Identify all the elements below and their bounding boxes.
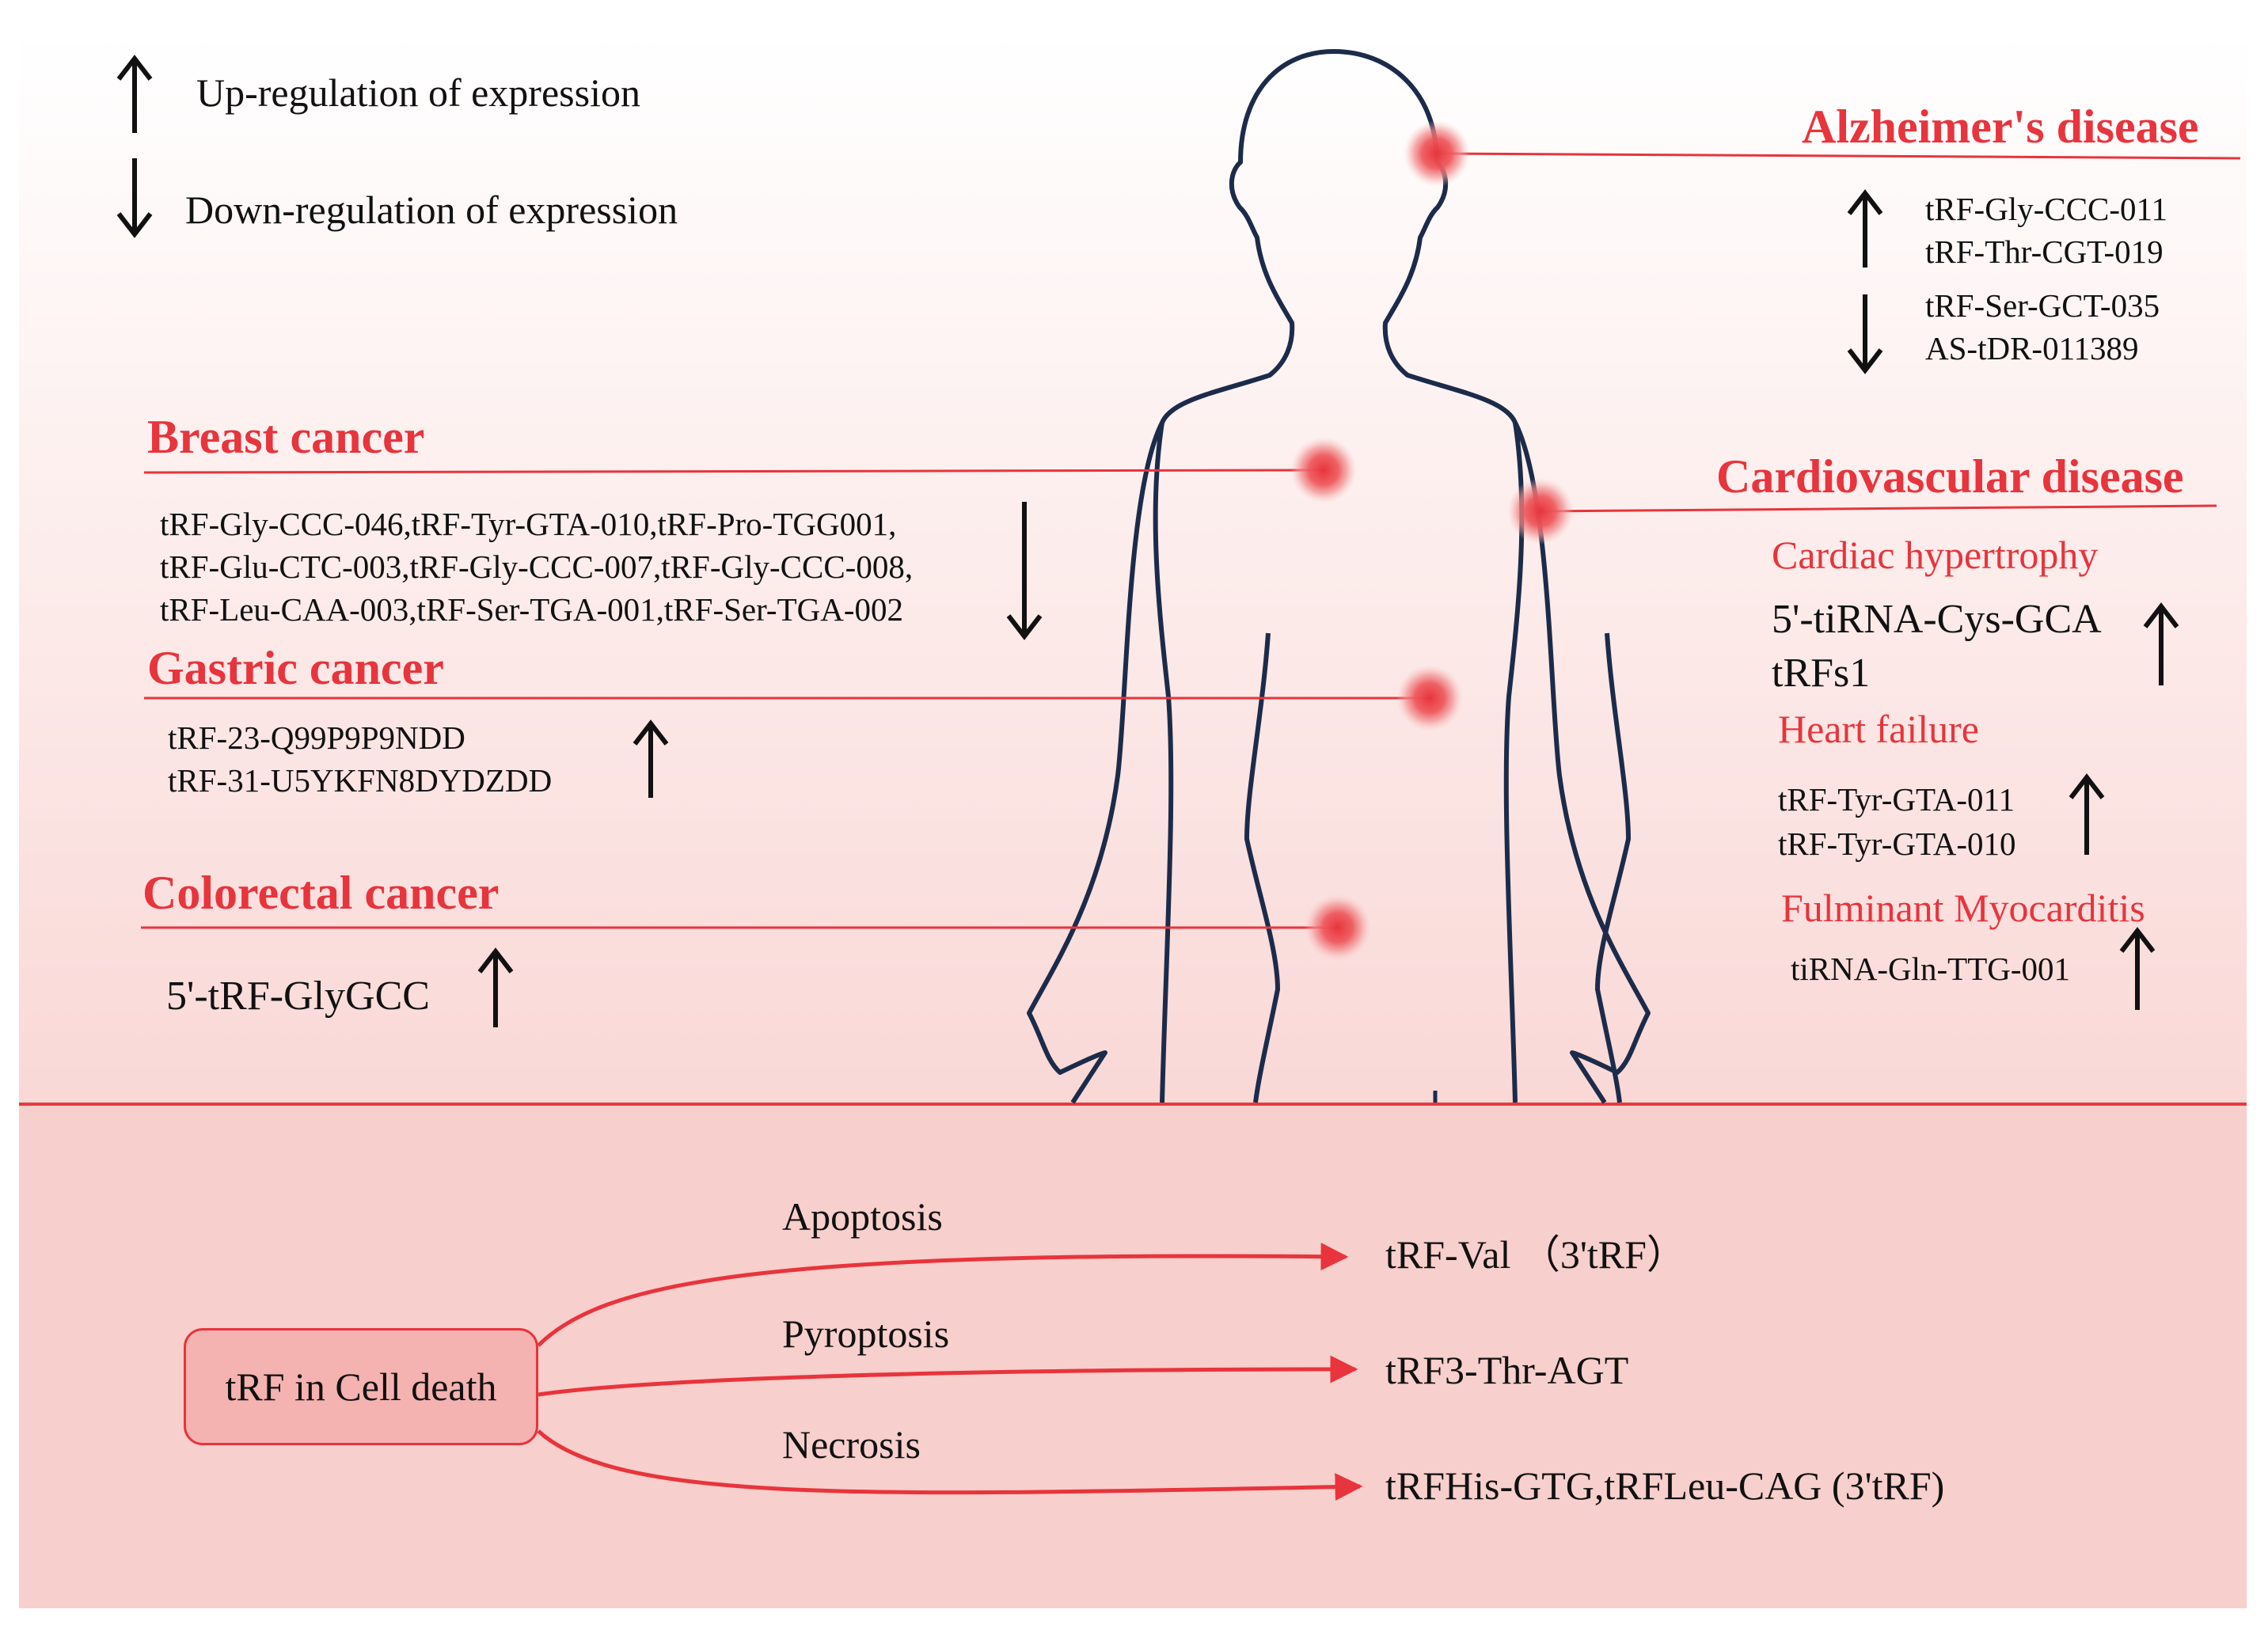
colon-spot bbox=[1305, 894, 1371, 961]
hypertrophy-up-item: tRFs1 bbox=[1772, 651, 1871, 696]
panel-divider bbox=[19, 1103, 2247, 1106]
heart-failure-title: Heart failure bbox=[1778, 707, 1980, 751]
pathway-process-label: Apoptosis bbox=[782, 1194, 943, 1239]
pathway-target-label: tRF3-Thr-AGT bbox=[1385, 1348, 1629, 1392]
alzheimers-callout-line bbox=[1436, 152, 2241, 160]
gastric-up-item: tRF-23-Q99P9P9NDD bbox=[168, 719, 465, 756]
myocarditis-up-arrow bbox=[2119, 927, 2156, 1010]
legend-up-label: Up-regulation of expression bbox=[196, 70, 640, 115]
cell-death-box: tRF in Cell death bbox=[184, 1328, 538, 1445]
gastric-title: Gastric cancer bbox=[147, 642, 444, 694]
alzheimers-title: Alzheimer's disease bbox=[1802, 101, 2199, 153]
human-body-outline-right bbox=[1382, 160, 1651, 1104]
left-torso-edge bbox=[1153, 422, 1174, 1103]
pathway-process-label: Necrosis bbox=[782, 1422, 921, 1467]
legend-down-arrow bbox=[116, 158, 153, 238]
hypertrophy-up-item: 5'-tiRNA-Cys-GCA bbox=[1772, 597, 2102, 642]
pathway-target-label: tRF-Val （3'tRF） bbox=[1385, 1232, 1686, 1277]
apoptosis-arrow bbox=[537, 1243, 1349, 1347]
alzheimers-down-item: AS-tDR-011389 bbox=[1925, 330, 2139, 366]
alzheimers-up-item: tRF-Thr-CGT-019 bbox=[1925, 233, 2164, 270]
gastric-up-item: tRF-31-U5YKFN8DYDZDD bbox=[168, 762, 553, 799]
gastric-up-arrow bbox=[633, 719, 669, 798]
breast-title: Breast cancer bbox=[147, 411, 425, 463]
myocarditis-title: Fulminant Myocarditis bbox=[1781, 886, 2145, 930]
heart-failure-up-item: tRF-Tyr-GTA-010 bbox=[1778, 826, 2016, 862]
hypertrophy-title: Cardiac hypertrophy bbox=[1772, 533, 2099, 577]
cardiovascular-callout-line bbox=[1540, 504, 2217, 513]
breast-down-item: tRF-Gly-CCC-046,tRF-Tyr-GTA-010,tRF-Pro-… bbox=[160, 506, 897, 542]
colorectal-up-item: 5'-tRF-GlyGCC bbox=[166, 974, 430, 1019]
stomach-spot bbox=[1396, 665, 1463, 731]
left-arm-inner bbox=[1244, 632, 1281, 1103]
legend-down-label: Down-regulation of expression bbox=[185, 188, 678, 232]
breast-down-arrow bbox=[1006, 502, 1043, 640]
pathway-target-label: tRFHis-GTG,tRFLeu-CAG (3'tRF) bbox=[1385, 1463, 1945, 1508]
human-body-outline bbox=[1027, 49, 1439, 1104]
alzheimers-up-arrow bbox=[1847, 189, 1883, 268]
cell-death-box-label: tRF in Cell death bbox=[225, 1365, 497, 1409]
colorectal-title: Colorectal cancer bbox=[142, 867, 500, 919]
brain-spot bbox=[1404, 120, 1470, 187]
pyroptosis-arrow bbox=[538, 1355, 1358, 1397]
pathway-process-label: Pyroptosis bbox=[782, 1311, 950, 1356]
necrosis-arrow bbox=[537, 1429, 1363, 1501]
breast-down-item: tRF-Leu-CAA-003,tRF-Ser-TGA-001,tRF-Ser-… bbox=[160, 591, 903, 628]
right-arm-inner bbox=[1594, 632, 1632, 1103]
alzheimers-down-arrow bbox=[1847, 294, 1883, 374]
breast-spot bbox=[1290, 437, 1357, 503]
myocarditis-up-item: tiRNA-Gln-TTG-001 bbox=[1791, 951, 2071, 987]
alzheimers-up-item: tRF-Gly-CCC-011 bbox=[1925, 191, 2168, 227]
heart-failure-up-arrow bbox=[2069, 773, 2105, 855]
breast-down-item: tRF-Glu-CTC-003,tRF-Gly-CCC-007,tRF-Gly-… bbox=[160, 548, 914, 585]
heart-spot bbox=[1507, 478, 1574, 545]
hypertrophy-up-arrow bbox=[2143, 602, 2179, 685]
cardiovascular-title: Cardiovascular disease bbox=[1716, 450, 2184, 503]
legend-up-arrow bbox=[116, 55, 153, 133]
heart-failure-up-item: tRF-Tyr-GTA-011 bbox=[1778, 781, 2015, 818]
breast-callout-line bbox=[143, 469, 1324, 474]
alzheimers-down-item: tRF-Ser-GCT-035 bbox=[1925, 287, 2160, 324]
colorectal-up-arrow bbox=[477, 947, 514, 1027]
